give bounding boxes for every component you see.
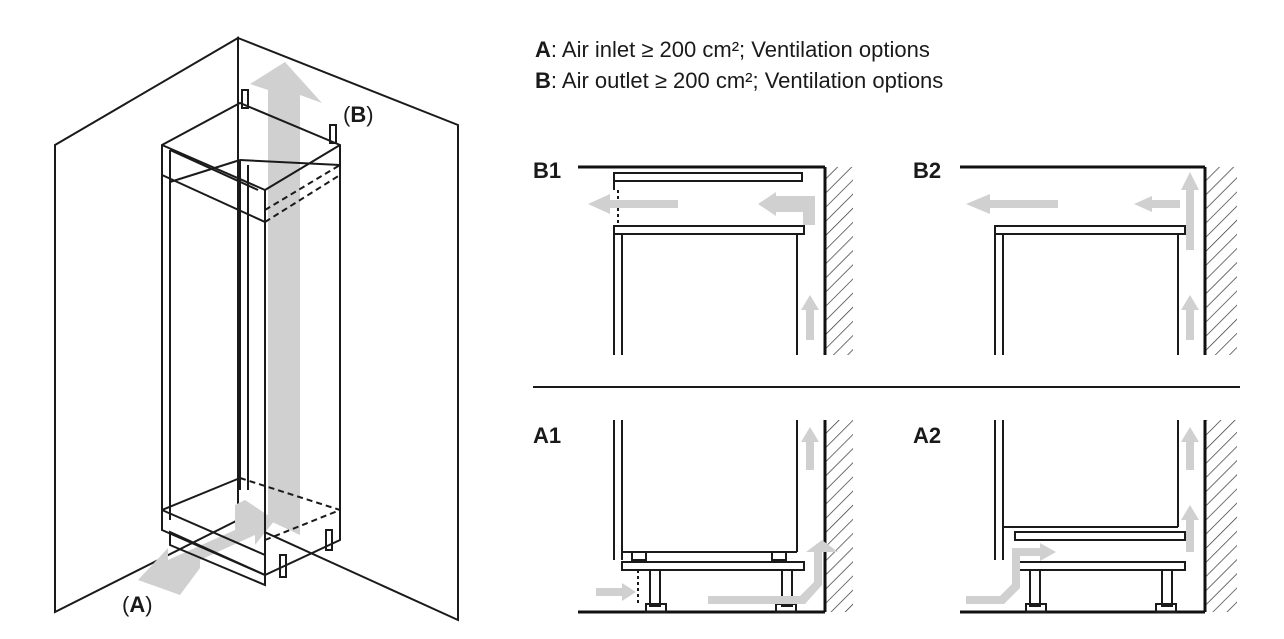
a1-appliance-foot-1	[631, 551, 647, 561]
outlet-arrow-shape	[250, 62, 322, 535]
legend-a-text: : Air inlet ≥ 200 cm²; Ventilation optio…	[550, 37, 930, 62]
cabinet-foot-2	[325, 529, 333, 551]
a1-arrow-in	[596, 583, 636, 601]
cabinet-top-block-2	[329, 124, 337, 144]
cabinet-top-block-1	[241, 89, 249, 109]
b2-wall-hatch	[1205, 167, 1237, 355]
a2-wall-hatch	[1205, 420, 1237, 612]
legend-b: B: Air outlet ≥ 200 cm²; Ventilation opt…	[535, 65, 943, 96]
a1-plinth-leg-1	[649, 569, 661, 607]
cabinet-upper-dashed-2	[264, 164, 341, 211]
callout-a: (A)	[122, 592, 153, 618]
b2-arrow-out	[966, 194, 1058, 214]
a1-appliance-foot-2	[771, 551, 787, 561]
a1-wall-hatch	[825, 420, 853, 612]
callout-a-close: )	[145, 592, 153, 617]
niche-right-wall	[237, 36, 459, 622]
b1-arrow-up-lower	[801, 295, 819, 340]
a1-leveling-foot-1	[645, 603, 667, 613]
b1-arrow-up-corner	[760, 202, 806, 350]
a2-upper-shelf	[1014, 531, 1186, 541]
callout-b-key: B	[350, 102, 367, 127]
cabinet-foot-1	[279, 554, 287, 578]
callout-b-open: (	[343, 102, 351, 127]
b1-cover-strip	[613, 172, 803, 182]
legend-b-key: B	[535, 68, 551, 93]
a1-plinth-leg-2	[781, 569, 793, 607]
cabinet-upper-shelf	[161, 174, 266, 223]
callout-a-key: A	[129, 592, 146, 617]
callout-b-close: )	[366, 102, 374, 127]
panel-label-a1: A1	[533, 423, 562, 448]
panel-a2	[960, 420, 1237, 614]
a2-arrow-in	[966, 543, 1056, 604]
b2-arrow-up-top	[1181, 172, 1199, 250]
panel-a1	[578, 420, 853, 614]
callout-b: (B)	[343, 102, 374, 128]
a2-plinth-leg-1	[1029, 569, 1041, 607]
a2-plinth-leg-2	[1161, 569, 1173, 607]
legend-a: A: Air inlet ≥ 200 cm²; Ventilation opti…	[535, 34, 943, 65]
isometric-cabinet	[161, 89, 341, 587]
a2-arrow-up-lower	[1181, 505, 1199, 552]
b2-cabinet-top	[994, 225, 1186, 235]
b2-arrow-left	[1134, 196, 1180, 212]
a1-cabinet-bottom	[621, 561, 805, 571]
cabinet-bottom-dashed	[264, 509, 341, 541]
panel-b1	[578, 165, 853, 355]
legend-a-key: A	[535, 37, 551, 62]
cabinet-plinth	[169, 530, 266, 587]
panel-label-b2: B2	[913, 158, 942, 183]
cabinet-bottom-back	[161, 477, 241, 511]
cabinet-bottom-front	[161, 509, 266, 556]
callout-a-open: (	[122, 592, 130, 617]
a2-arrow-up-top	[1181, 427, 1199, 470]
cabinet-upper-dashed	[264, 174, 341, 223]
b1-arrow-out	[588, 194, 678, 214]
cabinet-upper-shelf-back	[169, 159, 241, 183]
cabinet-upper-back-edge	[239, 159, 341, 166]
cabinet-outline	[161, 101, 341, 577]
cabinet-bottom-dashed-2	[239, 477, 341, 511]
niche-left-wall	[54, 36, 239, 614]
b1-wall-hatch	[825, 167, 853, 355]
a2-cabinet-bottom	[1014, 561, 1186, 571]
a2-leveling-foot-1	[1025, 603, 1047, 613]
cabinet-inner-top	[169, 149, 259, 191]
legend: A: Air inlet ≥ 200 cm²; Ventilation opti…	[535, 34, 943, 96]
b2-arrow-up-lower	[1181, 295, 1199, 340]
panel-label-b1: B1	[533, 158, 562, 183]
panel-label-a2: A2	[913, 423, 942, 448]
panel-b2	[960, 165, 1237, 355]
a1-arrow-up-top	[801, 427, 819, 470]
b1-cabinet-top	[613, 225, 805, 235]
a1-arrow-up-corner	[708, 540, 838, 604]
a2-leveling-foot-2	[1155, 603, 1177, 613]
b1-arrow-turn	[758, 192, 815, 225]
cabinet-top-side-edge	[264, 144, 341, 191]
legend-b-text: : Air outlet ≥ 200 cm²; Ventilation opti…	[550, 68, 944, 93]
